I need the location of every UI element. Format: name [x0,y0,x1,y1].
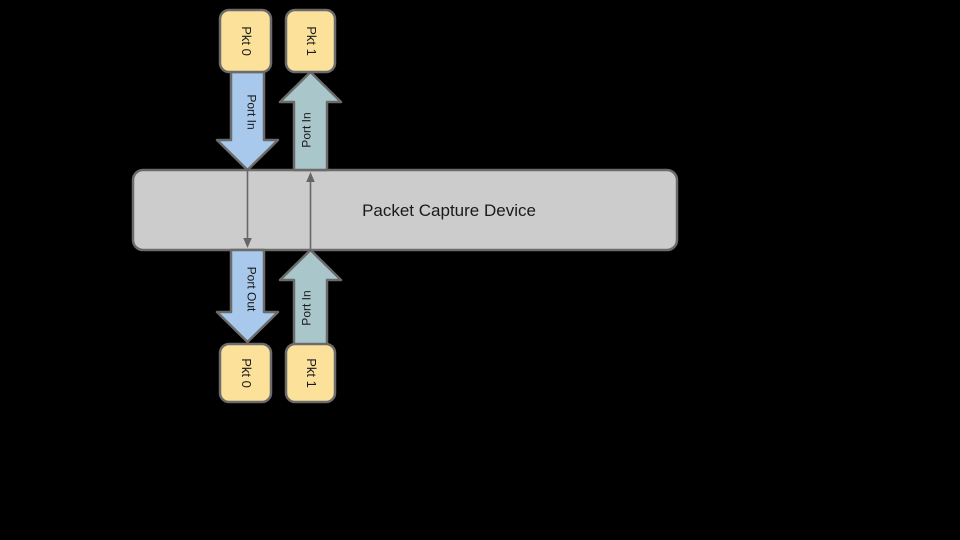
packet-bottom-right: Pkt 1 [284,342,337,404]
arrow-bottom-left-label: Port Out [245,267,259,312]
arrow-bottom-right-label: Port In [300,290,314,325]
packet-top-right: Pkt 1 [284,8,337,74]
arrow-top-left-label: Port In [245,94,259,129]
packet-capture-device-box [131,168,679,252]
packet-bottom-right-label: Pkt 1 [304,358,319,388]
packet-capture-device-label: Packet Capture Device [362,201,536,220]
internal-downstream-flow [243,168,252,248]
packet-bottom-left-label: Pkt 0 [239,358,254,388]
packet-top-left-label: Pkt 0 [239,26,254,56]
arrow-top-right-port-in: Port In [278,70,343,172]
arrow-bottom-left-port-out: Port Out [215,248,280,344]
packet-top-right-label: Pkt 1 [304,26,319,56]
arrow-top-left-port-in: Port In [215,70,280,172]
internal-upstream-flow [306,172,315,252]
arrow-top-right-label: Port In [300,112,314,147]
packet-top-left: Pkt 0 [218,8,273,74]
packet-bottom-left: Pkt 0 [218,342,273,404]
arrow-bottom-right-port-in: Port In [278,248,343,350]
